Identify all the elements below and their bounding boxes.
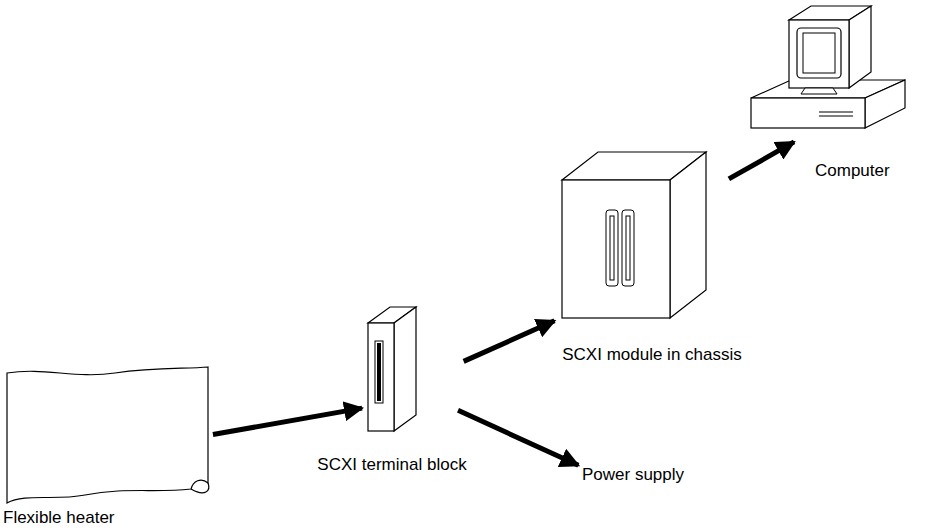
node-label: Flexible heater <box>3 508 115 528</box>
computer-icon <box>745 2 910 137</box>
arrow-connector <box>213 408 362 434</box>
flexible-heater-sheet <box>5 365 210 505</box>
module-node: SCXI module in chassis <box>560 150 708 320</box>
power-supply-node: Power supply <box>582 465 684 485</box>
node-label: Power supply <box>582 465 684 485</box>
arrow-connector <box>458 410 578 465</box>
heater-node: Flexible heater <box>5 365 210 505</box>
node-label: Computer <box>815 161 890 181</box>
arrow-connector <box>464 321 555 362</box>
node-label: SCXI terminal block <box>317 455 466 475</box>
node-label: SCXI module in chassis <box>562 345 742 365</box>
arrow-connector <box>729 142 794 179</box>
terminal-block-node: SCXI terminal block <box>366 305 418 433</box>
terminal-block-icon <box>366 305 418 433</box>
scxi-chassis-icon <box>560 150 708 320</box>
computer-node: Computer <box>745 2 910 137</box>
